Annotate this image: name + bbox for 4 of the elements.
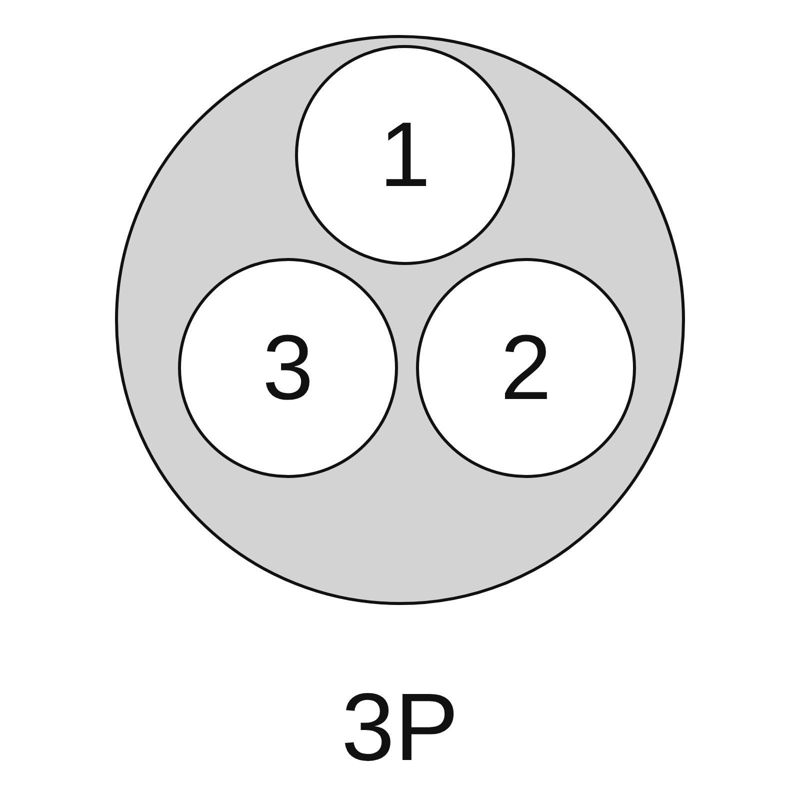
pin-number: 1 bbox=[379, 109, 431, 201]
caption: 3P bbox=[341, 674, 459, 781]
pin-number: 3 bbox=[262, 322, 314, 414]
pin-number: 2 bbox=[500, 322, 552, 414]
